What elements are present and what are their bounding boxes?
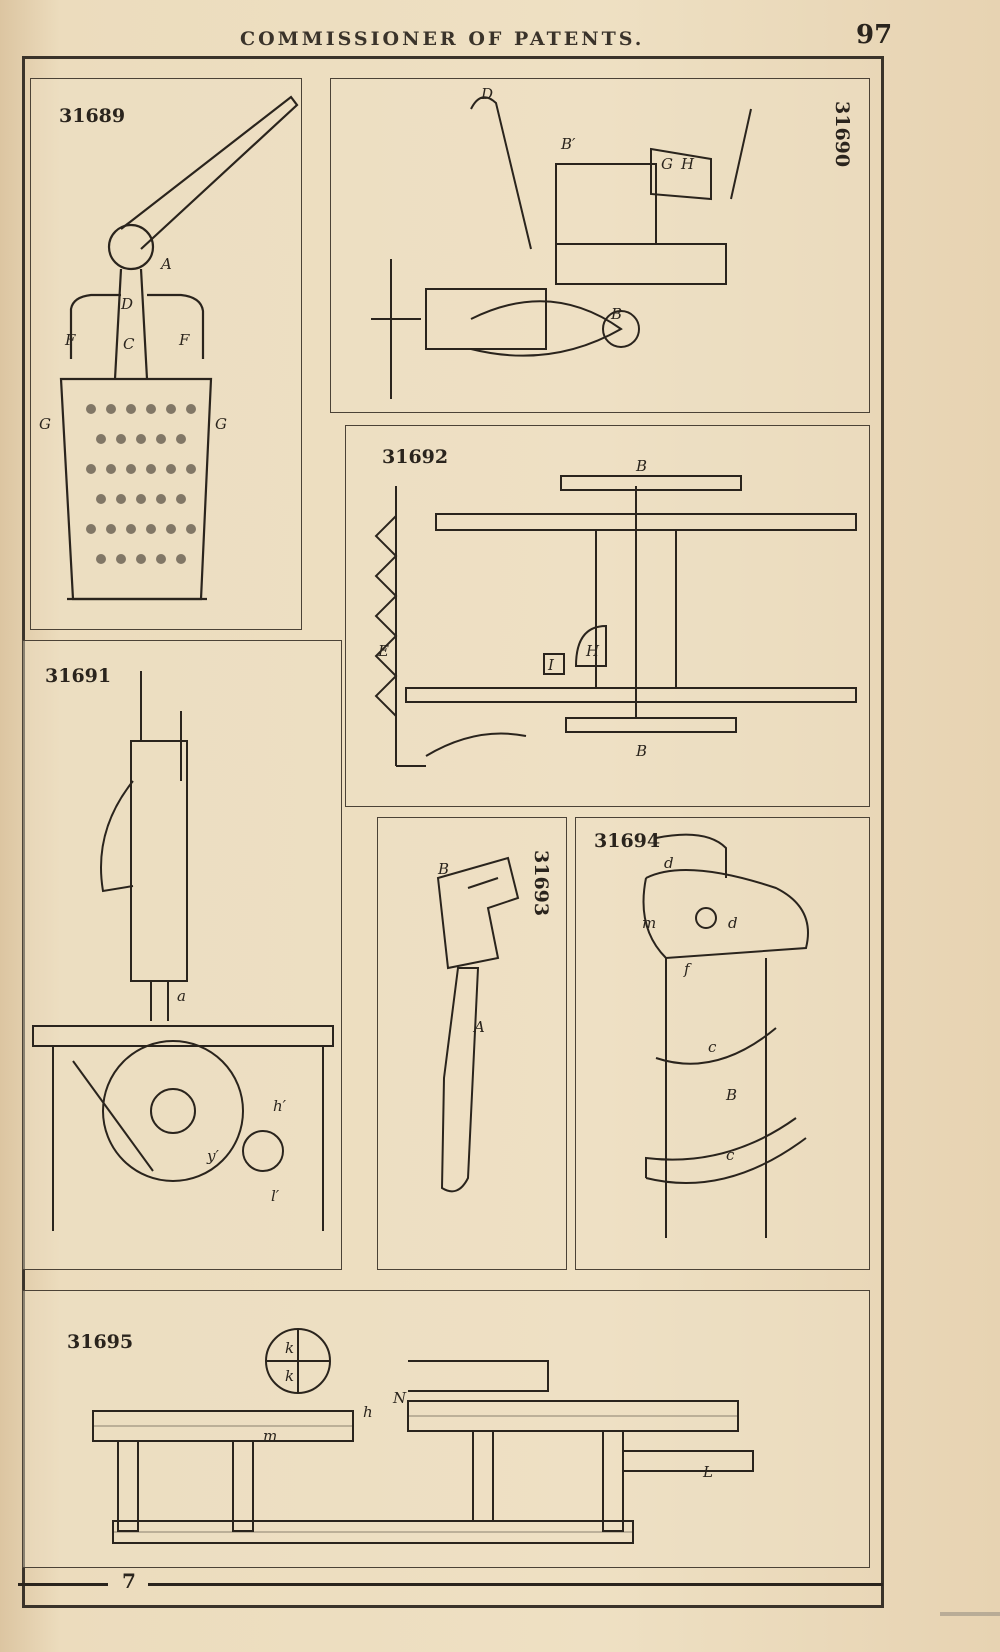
svg-text:C: C	[123, 335, 135, 353]
svg-text:A: A	[472, 1018, 485, 1036]
signature-mark: 7	[18, 1569, 888, 1593]
page-number: 97	[856, 20, 893, 50]
svg-text:B′: B′	[560, 135, 576, 153]
svg-text:f: f	[683, 960, 692, 978]
svg-text:d: d	[728, 914, 738, 932]
svg-text:D: D	[120, 295, 133, 313]
patent-number-31695: 31695	[67, 1331, 134, 1353]
running-head: COMMISSIONER OF PATENTS.	[240, 28, 645, 50]
illustration-lathe-chuck: k k h m N L	[92, 1328, 754, 1544]
svg-text:B: B	[725, 1086, 737, 1104]
svg-text:y′: y′	[206, 1147, 219, 1165]
figure-panel-31690: 31690 D B′ B G H	[330, 78, 870, 413]
figure-panel-31689: 31689 A D C F F G	[30, 78, 302, 630]
illustration-shearing-machine: D B′ B G H	[371, 85, 752, 399]
signature-number: 7	[122, 1569, 136, 1593]
illustration-harvester: B B H I E	[374, 457, 857, 767]
signature-rule-right	[148, 1583, 883, 1586]
svg-text:G: G	[661, 155, 673, 173]
svg-text:l′: l′	[271, 1187, 280, 1205]
svg-text:H: H	[585, 642, 600, 660]
patent-number-31694: 31694	[594, 830, 661, 852]
svg-text:d: d	[664, 854, 674, 872]
page-header: COMMISSIONER OF PATENTS. 97	[0, 18, 1000, 58]
illustration-wrench: B A	[436, 856, 520, 1193]
figure-frame	[22, 56, 884, 1608]
figure-panel-31691: 31691 a h′ y′ l′	[22, 640, 342, 1270]
svg-text:m: m	[642, 914, 656, 932]
svg-text:c: c	[708, 1038, 717, 1056]
svg-text:m: m	[263, 1427, 277, 1445]
figure-panel-31692: 31692 B B H I E	[345, 425, 870, 807]
svg-text:h: h	[363, 1403, 373, 1421]
svg-text:H: H	[680, 155, 695, 173]
patent-number-31692: 31692	[382, 446, 449, 468]
svg-text:E: E	[377, 642, 389, 660]
illustration-cotton-press: A D C F F G G	[39, 95, 299, 601]
svg-text:a: a	[177, 987, 186, 1005]
figure-panel-31694: 31694 d d m f c B c	[575, 817, 870, 1270]
svg-text:B: B	[437, 860, 449, 878]
svg-text:F: F	[64, 331, 76, 349]
svg-text:G: G	[215, 415, 227, 433]
illustration-auger-coupling: d d m f c B c	[642, 833, 809, 1238]
patent-number-31691: 31691	[45, 665, 112, 687]
svg-text:c: c	[726, 1146, 735, 1164]
svg-text:L: L	[702, 1463, 713, 1481]
svg-text:N: N	[392, 1389, 407, 1407]
page-edge-shadow	[940, 1612, 1000, 1616]
illustration-saw-setting-machine: a h′ y′ l′	[32, 671, 334, 1231]
svg-text:B: B	[635, 457, 647, 475]
svg-text:h′: h′	[273, 1097, 287, 1115]
svg-text:k: k	[285, 1339, 294, 1357]
svg-text:I: I	[547, 656, 555, 674]
svg-text:k: k	[285, 1367, 294, 1385]
patent-number-31689: 31689	[59, 105, 126, 127]
svg-text:B: B	[610, 305, 622, 323]
svg-text:G: G	[39, 415, 51, 433]
svg-text:A: A	[159, 255, 172, 273]
svg-text:B: B	[635, 742, 647, 760]
svg-text:F: F	[178, 331, 190, 349]
signature-rule-left	[18, 1583, 108, 1586]
figure-panel-31695: 31695 k k h	[22, 1290, 870, 1568]
svg-text:D: D	[480, 85, 493, 103]
figure-panel-31693: 31693 B A	[377, 817, 567, 1270]
